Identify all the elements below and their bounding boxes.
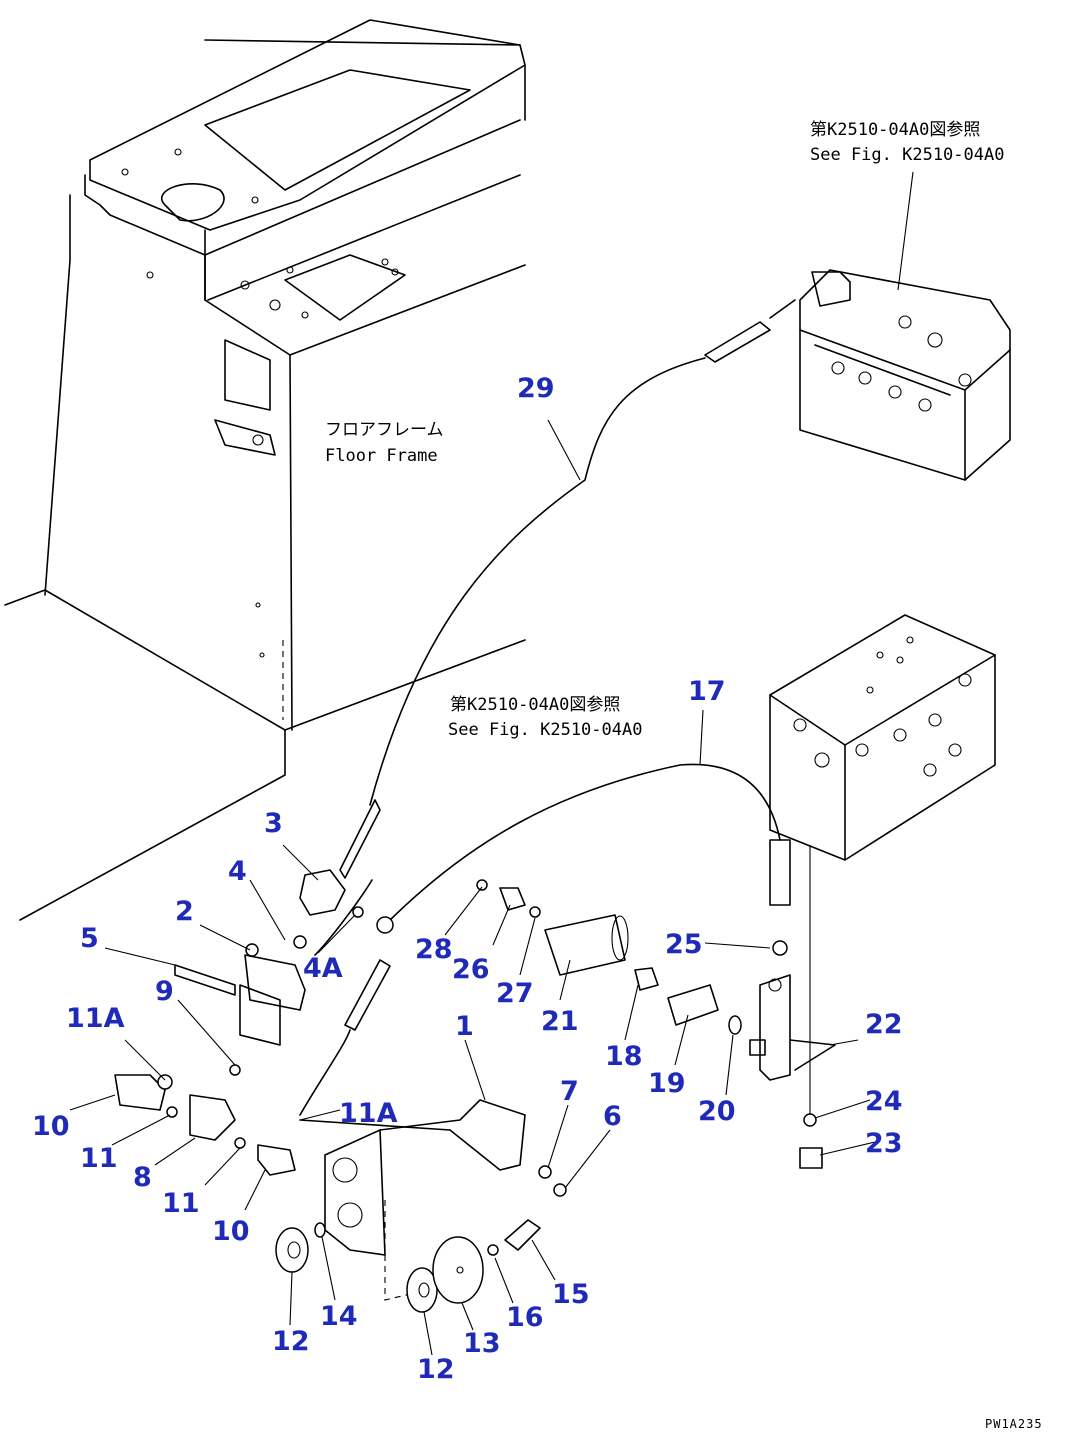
floor-frame-label-jp: フロアフレーム bbox=[325, 420, 444, 440]
callout-15: 15 bbox=[552, 1279, 590, 1310]
callout-4A: 4A bbox=[303, 953, 343, 984]
callout-19: 19 bbox=[648, 1068, 686, 1099]
callout-10-top: 10 bbox=[32, 1111, 70, 1142]
callout-24: 24 bbox=[865, 1086, 903, 1117]
upper-valve-block bbox=[799, 269, 1011, 481]
callout-27: 27 bbox=[496, 978, 534, 1009]
callout-22: 22 bbox=[865, 1009, 903, 1040]
callout-6: 6 bbox=[603, 1101, 622, 1132]
callout-8: 8 bbox=[133, 1162, 152, 1193]
leader-lines bbox=[69, 171, 914, 1356]
callout-25: 25 bbox=[665, 929, 703, 960]
callout-1: 1 bbox=[455, 1011, 474, 1042]
callout-11A-mid: 11A bbox=[339, 1098, 398, 1129]
callout-13: 13 bbox=[463, 1328, 501, 1359]
callout-3: 3 bbox=[264, 808, 283, 839]
floor-frame bbox=[4, 19, 526, 921]
callout-29: 29 bbox=[517, 373, 555, 404]
callout-17: 17 bbox=[688, 676, 726, 707]
callout-20: 20 bbox=[698, 1096, 736, 1127]
callout-9: 9 bbox=[155, 976, 174, 1007]
callout-28: 28 bbox=[415, 934, 453, 965]
cables bbox=[299, 299, 796, 1116]
control-valve-block bbox=[769, 614, 996, 1115]
ref-note-top-en: See Fig. K2510-04A0 bbox=[810, 145, 1004, 165]
ref-note-mid-en: See Fig. K2510-04A0 bbox=[448, 720, 642, 740]
callout-5: 5 bbox=[80, 923, 99, 954]
callout-2: 2 bbox=[175, 896, 194, 927]
callout-4: 4 bbox=[228, 856, 247, 887]
callout-7: 7 bbox=[560, 1076, 579, 1107]
callout-14: 14 bbox=[320, 1301, 358, 1332]
callout-12-bot: 12 bbox=[417, 1354, 455, 1385]
drawing-code: PW1A235 bbox=[985, 1417, 1043, 1431]
callouts: 29 17 3 4 2 5 4A 28 26 27 21 25 9 11A 1 … bbox=[32, 373, 903, 1385]
callout-11-left: 11 bbox=[80, 1143, 118, 1174]
callout-11-mid: 11 bbox=[162, 1188, 200, 1219]
callout-26: 26 bbox=[452, 954, 490, 985]
callout-11A-top: 11A bbox=[66, 1003, 125, 1034]
ref-note-mid-jp: 第K2510-04A0図参照 bbox=[450, 695, 620, 715]
callout-16: 16 bbox=[506, 1302, 544, 1333]
floor-frame-label-en: Floor Frame bbox=[325, 446, 438, 466]
callout-18: 18 bbox=[605, 1041, 643, 1072]
callout-10-bot: 10 bbox=[212, 1216, 250, 1247]
callout-21: 21 bbox=[541, 1006, 579, 1037]
parts bbox=[114, 869, 836, 1313]
ref-note-top-jp: 第K2510-04A0図参照 bbox=[810, 120, 980, 140]
callout-12-left: 12 bbox=[272, 1326, 310, 1357]
callout-23: 23 bbox=[865, 1128, 903, 1159]
